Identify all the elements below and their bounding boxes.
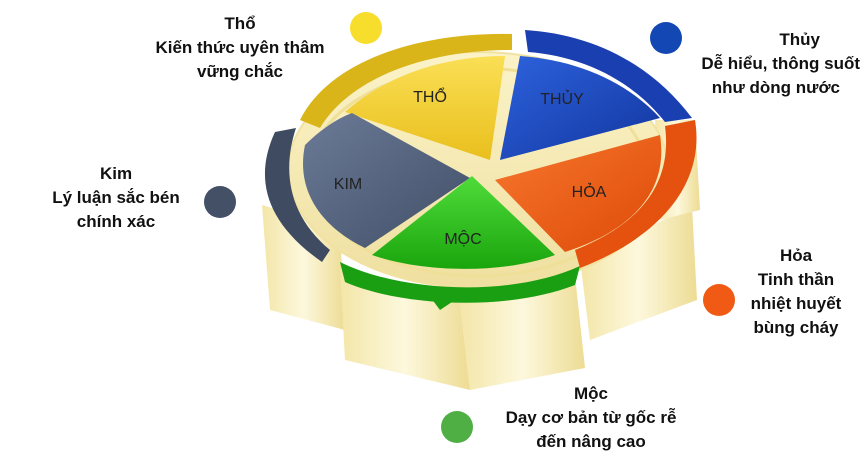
- hoa-callout: Hỏa Tinh thần nhiệt huyết bùng cháy: [740, 244, 852, 340]
- segment-hoa[interactable]: [495, 135, 662, 252]
- moc-outer-arc: [340, 262, 580, 303]
- moc-bullet-icon: [441, 411, 473, 443]
- hoa-bullet-icon: [703, 284, 735, 316]
- hoa-callout-line-3: bùng cháy: [753, 318, 839, 337]
- tho-callout-line-2: vững chắc: [196, 62, 283, 81]
- tho-callout: Thổ Kiến thức uyên thâm vững chắc: [140, 12, 340, 84]
- segment-thuy[interactable]: [500, 56, 660, 160]
- segment-thuy-label: THỦY: [540, 89, 584, 108]
- thuy-callout: Thủy Dễ hiểu, thông suốt như dòng nước: [660, 28, 860, 100]
- tho-bullet-icon: [350, 12, 382, 44]
- kim-callout: Kim Lý luận sắc bén chính xác: [36, 162, 196, 234]
- moc-callout-line-2: đến nâng cao: [536, 432, 646, 451]
- kim-outer-arc: [264, 128, 330, 262]
- hoa-callout-line-2: nhiệt huyết: [750, 294, 842, 313]
- segment-moc[interactable]: [372, 176, 555, 269]
- thuy-outer-arc: [525, 30, 692, 122]
- thuy-callout-line-1: Dễ hiểu, thông suốt: [701, 54, 860, 73]
- hoa-outer-arc: [575, 120, 697, 268]
- segment-tho[interactable]: [345, 56, 505, 160]
- moc-callout: Mộc Dạy cơ bản từ gốc rễ đến nâng cao: [476, 382, 706, 454]
- segment-hoa-label: HỎA: [572, 182, 607, 201]
- hoa-callout-title: Hỏa: [779, 246, 813, 265]
- kim-callout-line-2: chính xác: [76, 212, 156, 231]
- tho-outer-arc: [300, 33, 512, 128]
- segment-kim[interactable]: [303, 113, 470, 248]
- thuy-bullet-icon: [650, 22, 682, 54]
- hoa-callout-line-1: Tinh thần: [757, 270, 835, 289]
- base-block-front-right: [460, 276, 585, 390]
- kim-bullet-icon: [204, 186, 236, 218]
- moc-callout-title: Mộc: [574, 384, 608, 403]
- tho-callout-title: Thổ: [224, 14, 256, 33]
- kim-callout-title: Kim: [99, 164, 133, 183]
- segment-moc-label: MỘC: [444, 229, 481, 248]
- thuy-callout-title: Thủy: [779, 30, 820, 49]
- moc-callout-line-1: Dạy cơ bản từ gốc rễ: [505, 408, 677, 427]
- moc-outer-arc-notch: [425, 290, 455, 310]
- tho-callout-line-1: Kiến thức uyên thâm: [155, 38, 325, 57]
- kim-callout-line-1: Lý luận sắc bén: [52, 188, 180, 207]
- segment-tho-label: THỔ: [413, 87, 447, 106]
- base-block-right: [580, 206, 697, 340]
- segment-kim-label: KIM: [334, 176, 362, 193]
- thuy-callout-line-2: như dòng nước: [711, 78, 840, 97]
